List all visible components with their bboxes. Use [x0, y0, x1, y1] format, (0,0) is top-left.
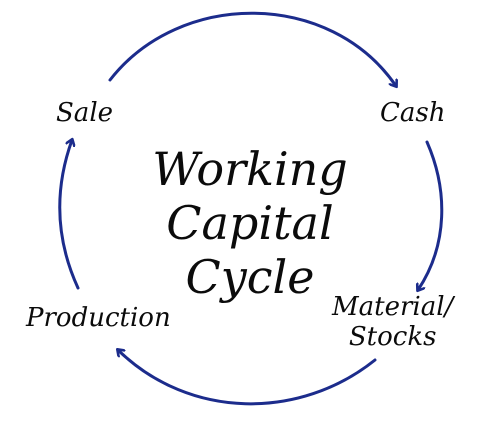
arrow-sale-to-cash: [108, 11, 396, 86]
stage-material-line-2: Stocks: [348, 322, 437, 352]
stage-production-label: Production: [26, 303, 171, 333]
stage-cash-label: Cash: [380, 98, 446, 128]
stage-material-line-1: Material/: [332, 292, 454, 322]
arrow-cash-to-material: [418, 140, 444, 290]
stage-material-stocks-label: Material/ Stocks: [332, 292, 453, 352]
diagram-title: Working Capital Cycle: [120, 142, 380, 304]
stage-sale-label: Sale: [56, 98, 114, 128]
title-line-3: Cycle: [185, 250, 315, 304]
arrow-production-to-sale: [58, 140, 80, 290]
arrow-material-to-production: [118, 350, 377, 406]
title-line-2: Capital: [166, 196, 334, 250]
title-line-1: Working: [152, 142, 348, 196]
